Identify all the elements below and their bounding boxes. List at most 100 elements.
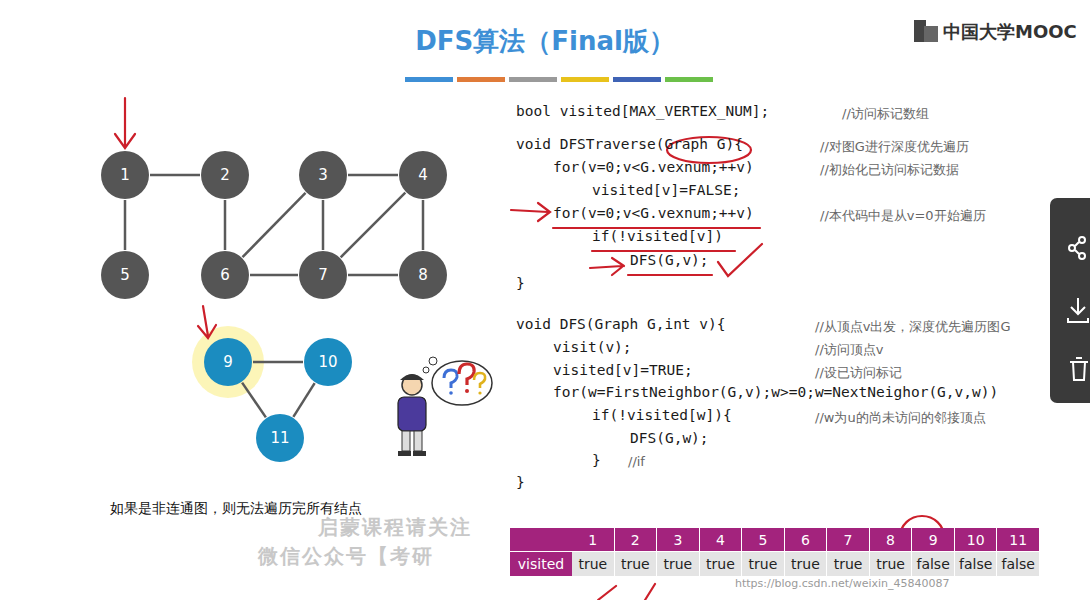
vertex-fill [299,151,347,199]
table-cell: true [742,551,785,576]
graph-vertex: 2 [200,150,250,200]
code-comment: //设已访问标记 [815,364,902,382]
graph-vertex: 9 [203,337,253,387]
vertex-fill [256,414,304,462]
table-header-cell: 10 [955,528,998,551]
table-header-cell: 5 [742,528,785,551]
code-line: } [516,474,525,490]
code-line: } [516,275,525,291]
vertex-number: 1 [100,150,150,200]
graph-vertex: 7 [298,250,348,300]
code-line: DFS(G,v); [630,252,709,268]
code-comment: //对图G进行深度优先遍历 [820,138,969,156]
graph-edge [150,174,200,177]
code-line: visited[v]=TRUE; [553,362,693,378]
graph-edge [322,200,325,250]
table-header-cell: 3 [657,528,700,551]
table-cell: true [870,551,913,576]
graph-edge [348,274,398,277]
watermark: 启蒙课程请关注 [318,514,472,541]
vertex-number: 6 [200,250,250,300]
title-color-bar [405,77,713,82]
code-comment: //if [628,454,645,469]
side-toolbar [1050,198,1090,403]
table-header-cell: 4 [700,528,743,551]
table-cell: false [997,551,1040,576]
vertex-number: 9 [203,337,253,387]
vertex-number: 4 [398,150,448,200]
graph-edge [242,193,305,257]
graph-vertex: 4 [398,150,448,200]
table-header-cell: 2 [615,528,658,551]
code-line: bool visited[MAX_VERTEX_NUM]; [516,103,769,119]
table-header-cell: 9 [912,528,955,551]
vertex-fill [399,151,447,199]
code-comment: //访问顶点v [815,341,883,359]
code-line: visited[v]=FALSE; [592,182,740,198]
table-cell: true [827,551,870,576]
code-line: void DFSTraverse(Graph G){ [516,136,743,152]
red-annotations [115,98,944,600]
table-cell: true [700,551,743,576]
vertex-fill [304,338,352,386]
table-header-cell: 6 [785,528,828,551]
graph-edge [422,200,425,250]
graph-edge [250,274,298,277]
vertex-number: 7 [298,250,348,300]
vertex-fill [204,338,252,386]
vertex-number: 3 [298,150,348,200]
url-watermark: https://blog.csdn.net/weixin_45840087 [735,577,950,590]
table-cell: true [657,551,700,576]
vertex-fill [201,251,249,299]
table-cell: true [785,551,828,576]
code-line: DFS(G,w); [630,430,709,446]
graph-edge [124,200,127,250]
vertex-number: 10 [303,337,353,387]
table-header-cell: 8 [870,528,913,551]
code-comment: //本代码中是从v=0开始遍历 [820,207,986,225]
graph-edge [224,200,227,250]
code-line: for(v=0;v<G.vexnum;++v) [553,159,754,175]
graph-vertex: 8 [398,250,448,300]
code-line: void DFS(Graph G,int v){ [516,316,726,332]
thinking-person [398,357,492,456]
graph-edge [341,193,406,258]
code-comment: //w为u的尚未访问的邻接顶点 [815,409,986,427]
graph-vertex: 11 [255,413,305,463]
vertex-fill [399,251,447,299]
graph-edge [242,383,266,418]
watermark: 微信公众号【考研 [258,543,434,570]
vertex-number: 8 [398,250,448,300]
table-corner-cell [510,528,572,551]
table-cell: false [912,551,955,576]
code-line: visit(v); [553,339,632,355]
logo-text: 中国大学MOOC [943,20,1077,44]
table-row-head: visited [510,551,572,576]
table-cell: false [955,551,998,576]
mooc-logo-icon [914,20,938,42]
graph-vertex: 6 [200,250,250,300]
code-comment: //初始化已访问标记数据 [820,161,959,179]
code-line: if(!visited[v]) [592,228,723,244]
title: DFS算法（Final版） [415,24,675,59]
table-header-cell: 7 [827,528,870,551]
table-header-cell: 11 [997,528,1040,551]
code-comment: //访问标记数组 [842,105,929,123]
graph-edge [348,174,398,177]
vertex-fill [299,251,347,299]
vertex-fill [101,151,149,199]
vertex-fill [101,251,149,299]
vertex-fill [201,151,249,199]
code-line: } [592,452,601,468]
vertex-number: 5 [100,250,150,300]
table-cell: true [572,551,615,576]
graph-vertex: 1 [100,150,150,200]
graph-edge [253,361,303,364]
graph-edge [293,383,314,417]
graph-vertex: 5 [100,250,150,300]
vertex-number: 11 [255,413,305,463]
graph-vertex: 3 [298,150,348,200]
code-line: for(w=FirstNeighbor(G,v);w>=0;w=NextNeig… [553,384,998,400]
code-line: for(v=0;v<G.vexnum;++v) [553,205,754,221]
